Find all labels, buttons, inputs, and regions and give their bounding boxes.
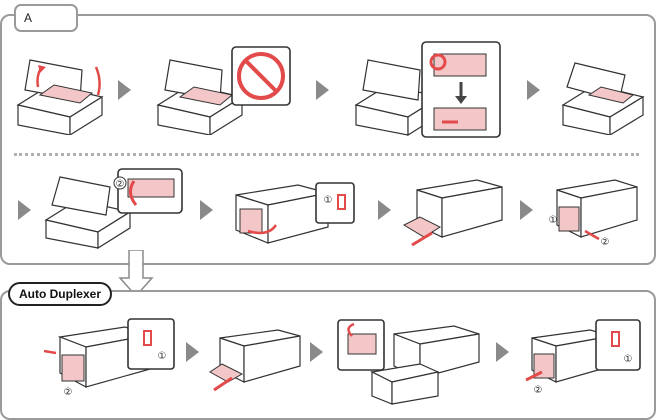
flow-arrow	[496, 342, 509, 362]
step-open-scanner	[10, 45, 110, 135]
step-duplexer-release: ② ①	[40, 315, 180, 400]
step-do-not-touch	[150, 45, 295, 135]
flow-arrow	[378, 200, 391, 220]
svg-text:②: ②	[64, 387, 73, 398]
svg-text:①: ①	[624, 354, 633, 365]
svg-text:①: ①	[549, 215, 558, 226]
flow-arrow	[520, 200, 533, 220]
step-duplexer-pull-paper	[208, 318, 303, 398]
flow-arrow	[200, 200, 213, 220]
svg-text:②: ②	[534, 385, 543, 396]
tab-label-a: A	[14, 4, 78, 32]
step-pull-paper-out	[402, 165, 507, 250]
tab-label-text: A	[24, 11, 33, 25]
step-remove-rear-paper: ②	[40, 165, 185, 250]
flow-arrow	[527, 80, 540, 100]
step-close-scanner	[555, 45, 650, 135]
auto-duplexer-title: Auto Duplexer	[8, 282, 112, 306]
flow-arrow	[186, 342, 199, 362]
svg-text:②: ②	[601, 237, 610, 248]
auto-duplexer-title-text: Auto Duplexer	[18, 287, 101, 301]
step-reattach-rear-unit: ① ②	[545, 165, 640, 250]
down-arrow-connector	[118, 250, 154, 298]
step-remove-jammed-paper	[348, 40, 503, 140]
step-duplexer-reattach: ② ①	[520, 318, 645, 398]
svg-text:①: ①	[158, 351, 167, 362]
step-rear-release-1: ①	[228, 165, 358, 250]
flow-arrow	[18, 200, 31, 220]
flow-arrow	[316, 80, 329, 100]
dotted-divider	[14, 153, 639, 156]
step-duplexer-open-cover	[334, 316, 484, 406]
svg-text:②: ②	[116, 179, 125, 190]
svg-text:①: ①	[324, 195, 333, 206]
flow-arrow	[310, 342, 323, 362]
flow-arrow	[118, 80, 131, 100]
